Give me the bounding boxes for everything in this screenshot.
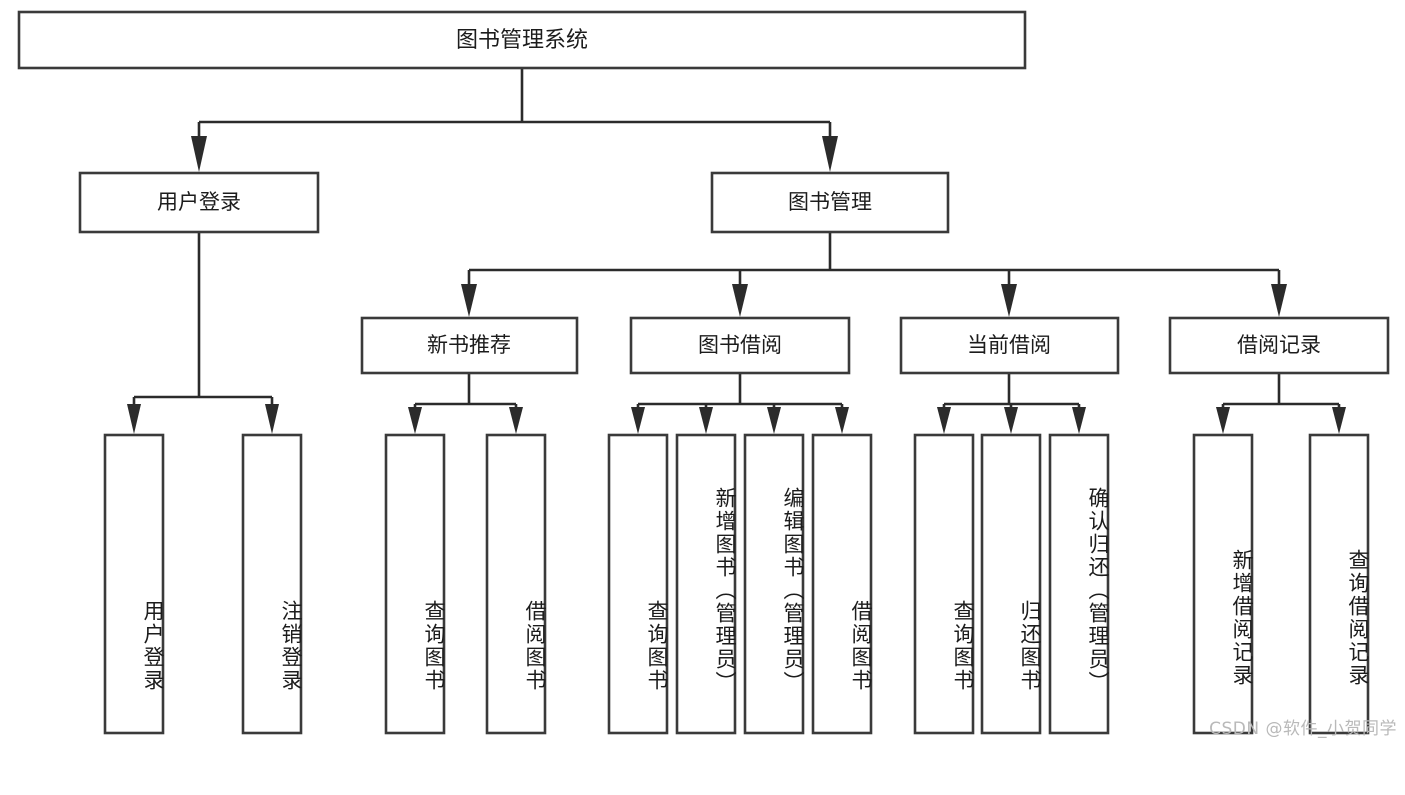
node-leaf-query-book-3-box[interactable] [913,433,975,735]
node-leaf-add-record-box[interactable] [1192,433,1254,735]
node-book-borrow-label: 图书借阅 [698,333,782,357]
arrow-head-icon [631,407,645,434]
node-current-borrow[interactable]: 当前借阅 [899,316,1120,375]
arrow-head-icon [509,407,523,434]
arrow-head-icon [732,284,748,317]
node-leaf-query-book-1-box[interactable] [384,433,446,735]
node-current-borrow-label: 当前借阅 [967,333,1051,357]
arrow-head-icon [461,284,477,317]
node-new-book-recommend[interactable]: 新书推荐 [360,316,579,375]
node-new-book-recommend-box[interactable] [360,316,579,375]
node-book-manage-box[interactable] [710,171,950,234]
connector-userlogin-to-leaves [127,232,279,434]
arrow-head-icon [767,407,781,434]
node-user-login[interactable]: 用户登录 [78,171,320,234]
csdn-watermark: CSDN @软件_小贺同学 [1209,719,1397,739]
arrow-head-icon [937,407,951,434]
arrow-head-icon [191,136,207,172]
node-borrow-record-label: 借阅记录 [1237,333,1321,357]
node-root[interactable]: 图书管理系统 [17,10,1027,70]
arrow-head-icon [1216,407,1230,434]
node-book-borrow[interactable]: 图书借阅 [629,316,851,375]
node-leaf-user-logout-box[interactable] [241,433,303,735]
node-leaf-edit-book-box[interactable] [743,433,805,735]
connector-newbook-to-leaves [408,373,523,434]
connector-bookborrow-to-leaves [631,373,849,434]
connector-borrowrecord-to-leaves [1216,373,1346,434]
node-leaf-user-login-box[interactable] [103,433,165,735]
flowchart-canvas: 图书管理系统 用户登录 图书管理 新书推荐 图书借阅 当前借阅 借阅记录 [17,10,1397,739]
arrow-head-icon [1072,407,1086,434]
leaf-boxes-group [103,433,1370,735]
connector-root-to-level1 [191,68,838,172]
arrow-head-icon [1332,407,1346,434]
connector-bookmanage-to-level2 [461,232,1287,317]
arrow-head-icon [835,407,849,434]
node-book-manage-label: 图书管理 [788,190,872,214]
arrow-head-icon [1004,407,1018,434]
node-user-login-box[interactable] [78,171,320,234]
node-leaf-borrow-book-1-box[interactable] [485,433,547,735]
arrow-head-icon [1271,284,1287,317]
node-borrow-record[interactable]: 借阅记录 [1168,316,1390,375]
node-leaf-borrow-book-2-box[interactable] [811,433,873,735]
node-borrow-record-box[interactable] [1168,316,1390,375]
arrow-head-icon [408,407,422,434]
arrow-head-icon [1001,284,1017,317]
node-leaf-add-book-box[interactable] [675,433,737,735]
node-book-manage[interactable]: 图书管理 [710,171,950,234]
node-leaf-return-book-box[interactable] [980,433,1042,735]
connector-currentborrow-to-leaves [937,373,1086,434]
node-new-book-recommend-label: 新书推荐 [427,333,511,357]
node-book-borrow-box[interactable] [629,316,851,375]
node-root-box[interactable] [17,10,1027,70]
node-leaf-query-book-2-box[interactable] [607,433,669,735]
node-user-login-label: 用户登录 [157,190,241,214]
flowchart-svg: 图书管理系统 用户登录 图书管理 新书推荐 图书借阅 当前借阅 借阅记录 [17,10,1390,735]
arrow-head-icon [699,407,713,434]
arrow-head-icon [127,404,141,434]
node-root-label: 图书管理系统 [456,28,588,53]
node-leaf-confirm-return-box[interactable] [1048,433,1110,735]
arrow-head-icon [822,136,838,172]
node-leaf-query-record-box[interactable] [1308,433,1370,735]
arrow-head-icon [265,404,279,434]
node-current-borrow-box[interactable] [899,316,1120,375]
